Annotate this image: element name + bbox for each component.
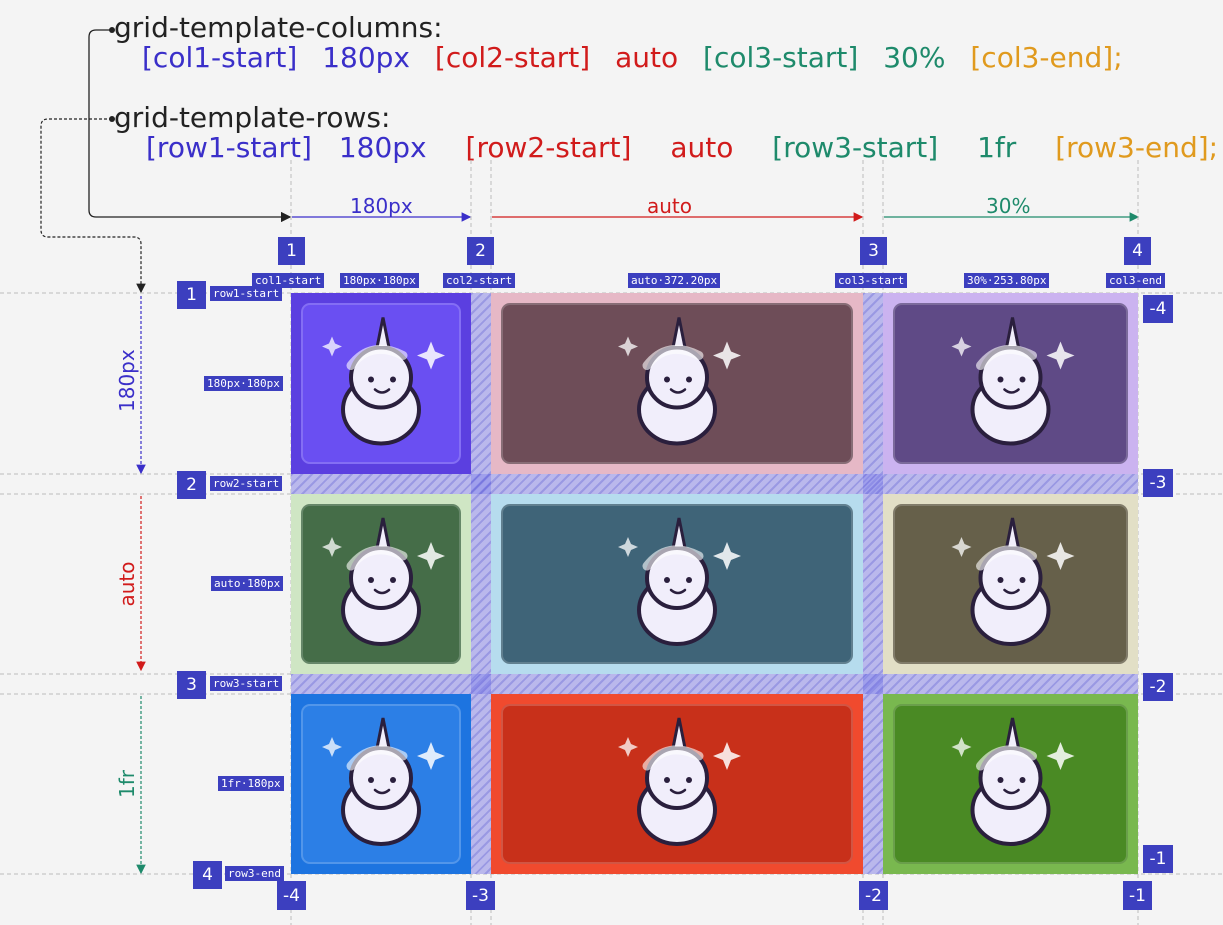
col1-size-token: 180px — [322, 41, 410, 74]
column-line-number-2: 2 — [467, 237, 494, 265]
col3-track-label: 30% — [986, 194, 1031, 218]
hugging-unicorn-icon — [501, 303, 853, 464]
grid-cell — [291, 694, 471, 874]
column-line-number-3: 3 — [860, 237, 887, 265]
row-line-negative-3: -3 — [1143, 469, 1173, 497]
row-gap-2 — [291, 674, 1138, 694]
dancing-unicorn-icon — [893, 303, 1128, 464]
grid-cell — [291, 293, 471, 474]
column-gap-2 — [863, 293, 883, 874]
grid-cell — [883, 494, 1138, 674]
column-line-name-1: col1-start — [252, 273, 325, 288]
col3-end-token: [col3-end]; — [970, 41, 1123, 74]
grid-cell — [883, 293, 1138, 474]
row-line-number-1: 1 — [177, 281, 206, 309]
row-size-2: auto·180px — [211, 576, 284, 591]
row-line-name-3: row3-start — [210, 676, 283, 691]
row-line-name-1: row1-start — [210, 286, 283, 301]
row-line-name-2: row2-start — [210, 476, 283, 491]
row3-track-label: 1fr — [115, 770, 139, 798]
grid-cell — [491, 494, 863, 674]
row3-size-token: 1fr — [977, 131, 1017, 164]
column-line-negative-1: -1 — [1123, 881, 1152, 910]
row-size-3: 1fr·180px — [218, 776, 284, 791]
grid-cell — [291, 494, 471, 674]
column-gap-1 — [471, 293, 491, 874]
row3-end-token: [row3-end]; — [1055, 131, 1219, 164]
row-size-1: 180px·180px — [204, 376, 283, 391]
column-size-1: 180px·180px — [340, 273, 419, 288]
row1-start-token: [row1-start] — [146, 131, 312, 164]
col2-track-label: auto — [647, 194, 693, 218]
row2-track-label: auto — [115, 561, 139, 607]
columns-property: grid-template-columns: — [114, 11, 443, 44]
rows-value-line: [row1-start] 180px [row2-start] auto [ro… — [146, 134, 1218, 162]
columns-value-line: [col1-start] 180px [col2-start] auto [co… — [142, 44, 1123, 72]
column-line-number-1: 1 — [278, 237, 305, 265]
sleeping-unicorn-icon — [301, 303, 461, 464]
grid-cell — [491, 293, 863, 474]
row-line-negative-4: -4 — [1143, 295, 1173, 323]
row-line-negative-2: -2 — [1143, 673, 1173, 701]
column-line-name-4: col3-end — [1106, 273, 1165, 288]
column-line-negative-3: -3 — [466, 881, 495, 910]
col3-size-token: 30% — [883, 41, 946, 74]
row1-track-label: 180px — [115, 349, 139, 412]
rows-property: grid-template-rows: — [114, 101, 391, 134]
starstruck-unicorn-icon — [501, 504, 853, 664]
col1-track-label: 180px — [350, 194, 413, 218]
row-line-number-3: 3 — [177, 671, 206, 699]
column-line-name-3: col3-start — [835, 273, 908, 288]
row3-start-token: [row3-start] — [772, 131, 939, 164]
row-gap-1 — [291, 474, 1138, 494]
col3-start-token: [col3-start] — [703, 41, 859, 74]
kissing-unicorn-icon — [301, 504, 461, 664]
grid-cell — [491, 694, 863, 874]
column-line-negative-4: -4 — [277, 881, 306, 910]
column-line-number-4: 4 — [1124, 237, 1151, 265]
col2-size-token: auto — [615, 41, 679, 74]
rich-unicorn-icon — [893, 704, 1128, 864]
column-line-negative-2: -2 — [859, 881, 888, 910]
grid-cell — [883, 694, 1138, 874]
column-size-3: 30%·253.80px — [964, 273, 1050, 288]
row-line-negative-1: -1 — [1143, 845, 1173, 873]
fancy-unicorn-icon — [893, 504, 1128, 664]
row2-size-token: auto — [670, 131, 734, 164]
row1-size-token: 180px — [338, 131, 427, 164]
row2-start-token: [row2-start] — [465, 131, 632, 164]
row-line-number-4: 4 — [193, 861, 222, 889]
singing-unicorn-icon — [501, 704, 853, 864]
col1-start-token: [col1-start] — [142, 41, 298, 74]
row-line-name-4: row3-end — [225, 866, 284, 881]
winking-unicorn-icon — [301, 704, 461, 864]
col2-start-token: [col2-start] — [434, 41, 591, 74]
column-line-name-2: col2-start — [443, 273, 516, 288]
row-line-number-2: 2 — [177, 471, 206, 499]
column-size-2: auto·372.20px — [628, 273, 721, 288]
